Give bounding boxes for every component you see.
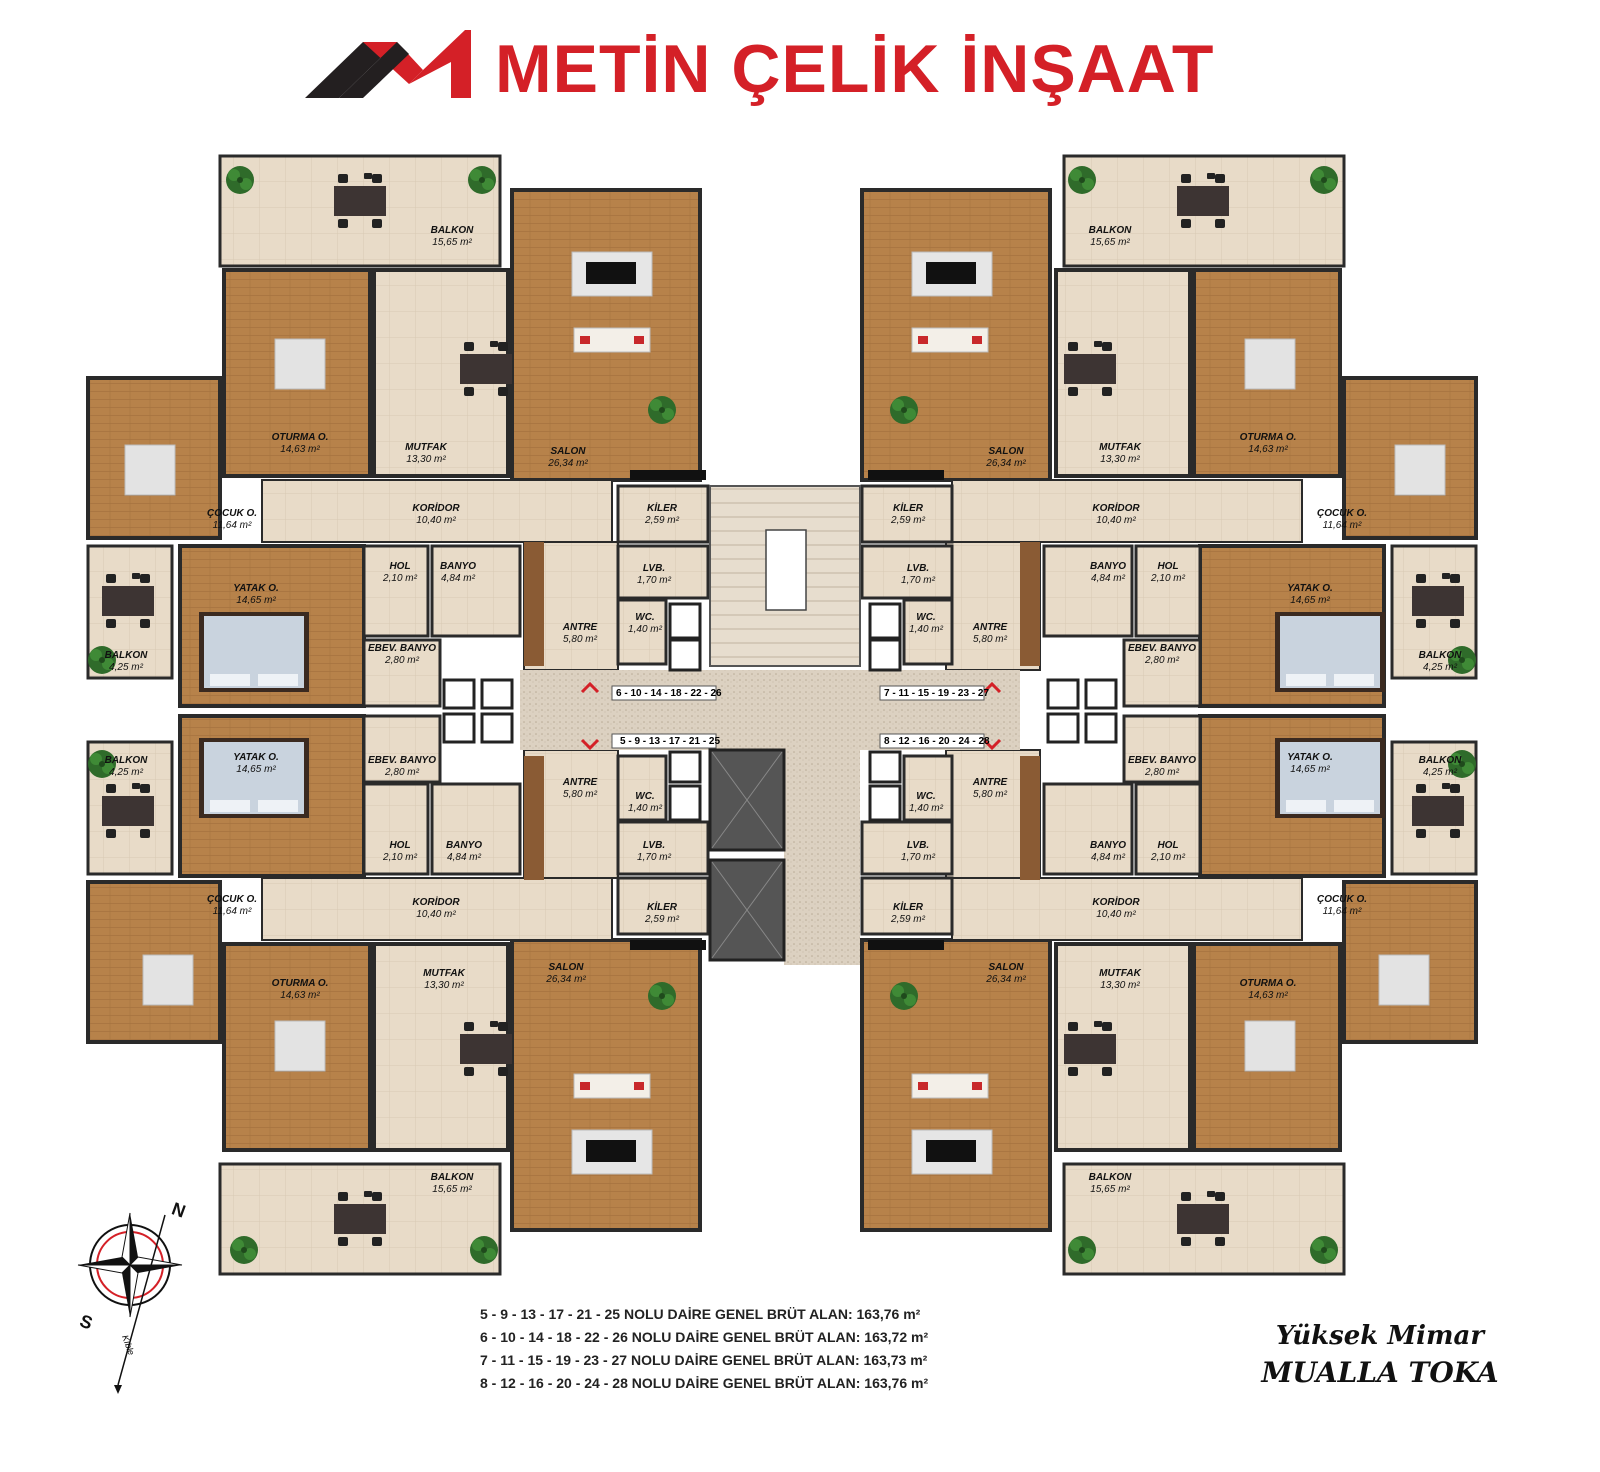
area-summary-line: 5 - 9 - 13 - 17 - 21 - 25 NOLU DAİRE GEN… [480,1306,921,1322]
room-label: LVB.1,70 m² [637,563,671,586]
architect-title: Yüksek Mimar [1275,1321,1485,1351]
room-label: LVB.1,70 m² [637,840,671,863]
entrance-arrows [580,681,1002,751]
room-label: WC.1,40 m² [909,612,943,635]
room-label: ÇOCUK O.11,64 m² [207,508,257,531]
compass-icon [77,1212,183,1318]
room-label: WC.1,40 m² [628,612,662,635]
room-label: LVB.1,70 m² [901,840,935,863]
room-label: WC.1,40 m² [628,791,662,814]
room-label: YATAK O.14,65 m² [1287,583,1333,606]
roof-m-logo-icon [305,30,471,98]
area-summary-line: 8 - 12 - 16 - 20 - 24 - 28 NOLU DAİRE GE… [480,1375,929,1391]
company-name: METİN ÇELİK İNŞAAT [495,31,1215,107]
header: METİN ÇELİK İNŞAAT [305,28,1305,108]
area-summary-line: 6 - 10 - 14 - 18 - 22 - 26 NOLU DAİRE GE… [480,1329,929,1345]
room-label: OTURMA O.14,63 m² [271,432,329,455]
apartment-numbers-bottom-left: 5 - 9 - 13 - 17 - 21 - 25 [620,736,721,747]
room-label: YATAK O.14,65 m² [233,752,279,775]
room-label: ÇOCUK O.11,64 m² [1317,894,1367,917]
architect-name: MUALLA TOKA [1261,1356,1499,1389]
room-label: OTURMA O.14,63 m² [1239,978,1297,1001]
room-label: ÇOCUK O.11,64 m² [1317,508,1367,531]
apartment-numbers-top-left: 6 - 10 - 14 - 18 - 22 - 26 [616,688,722,699]
apartment-numbers-bottom-right: 8 - 12 - 16 - 20 - 24 - 28 [884,736,990,747]
area-summary-line: 7 - 11 - 15 - 19 - 23 - 27 NOLU DAİRE GE… [480,1352,928,1368]
qibla-line [117,1214,166,1386]
room-label: OTURMA O.14,63 m² [1239,432,1297,455]
room-label: ÇOCUK O.11,64 m² [207,894,257,917]
apartment-numbers-top-right: 7 - 11 - 15 - 19 - 23 - 27 [884,688,990,699]
room-label: OTURMA O.14,63 m² [271,978,329,1001]
room-label: WC.1,40 m² [909,791,943,814]
room-label: LVB.1,70 m² [901,563,935,586]
area-summary: 5 - 9 - 13 - 17 - 21 - 25 NOLU DAİRE GEN… [480,1303,928,1395]
room-label: YATAK O.14,65 m² [1287,752,1333,775]
furniture [88,166,1476,1264]
architect-signature: Yüksek Mimar MUALLA TOKA [1240,1318,1520,1392]
room-label: YATAK O.14,65 m² [233,583,279,606]
